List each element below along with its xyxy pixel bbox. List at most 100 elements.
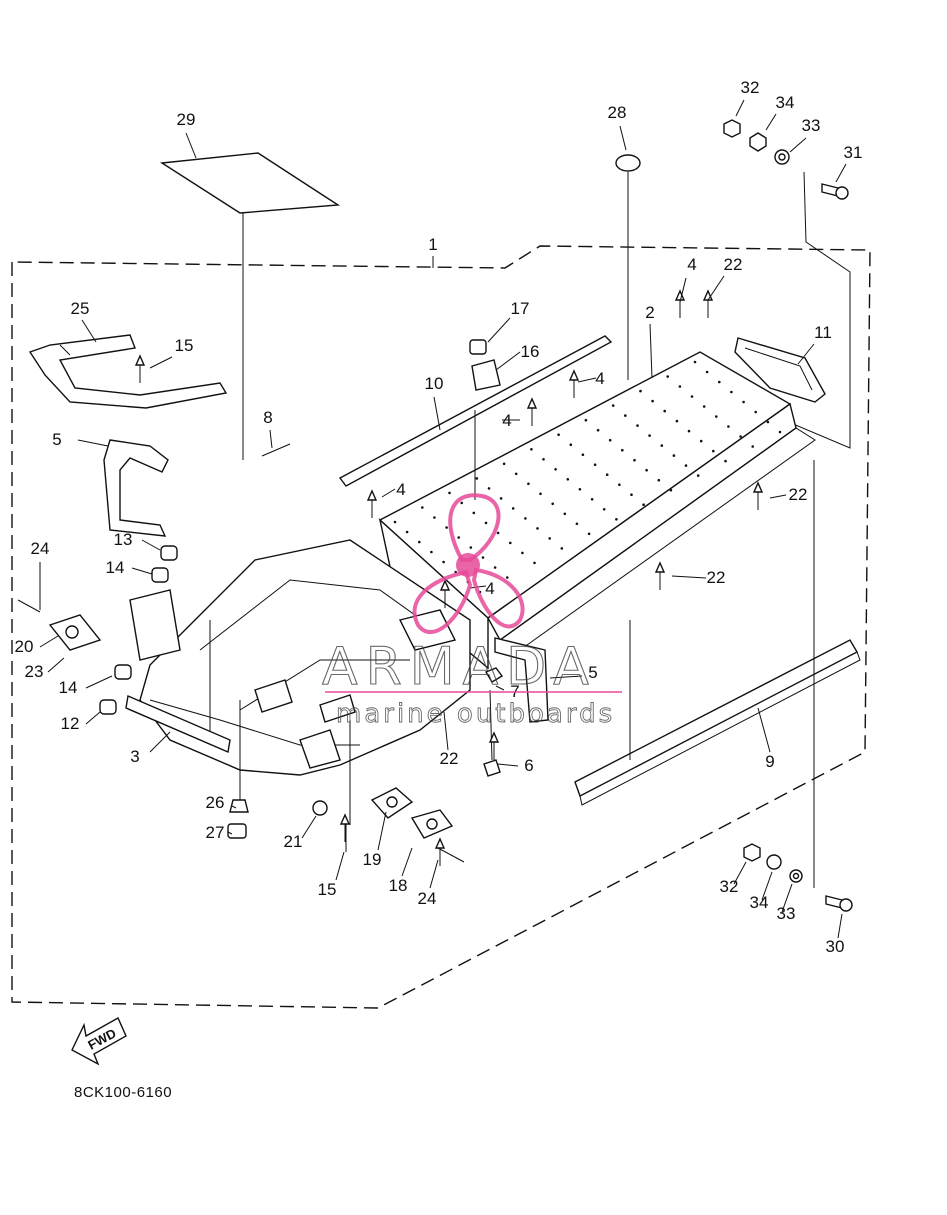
part-29-pad — [159, 152, 341, 214]
rivet-dot — [472, 511, 476, 515]
leader-line — [433, 396, 441, 431]
callout-16: 16 — [521, 342, 540, 361]
rivet-dot — [675, 419, 679, 423]
watermark-brand: ARMADA — [322, 637, 597, 697]
rivet-dot — [660, 444, 664, 447]
callout-13: 13 — [114, 530, 133, 549]
rivet-dot — [569, 443, 573, 447]
rivet-dot — [651, 399, 654, 403]
callout-33: 33 — [777, 904, 796, 923]
rivet-dot — [587, 532, 591, 536]
leader-line — [185, 132, 197, 159]
callout-4: 4 — [396, 480, 405, 499]
propeller-blade — [448, 493, 501, 562]
part-5-handle-right — [494, 637, 549, 723]
rivet-dot — [578, 488, 582, 491]
leader-line — [227, 831, 233, 835]
rivet-dot — [584, 418, 588, 422]
callout-27: 27 — [206, 823, 225, 842]
callout-22: 22 — [789, 485, 808, 504]
part-25-bumper — [28, 334, 228, 409]
callout-32: 32 — [720, 877, 739, 896]
rivet-dot — [566, 478, 570, 481]
callout-26: 26 — [206, 793, 225, 812]
bolt — [339, 813, 351, 842]
callout-22: 22 — [707, 568, 726, 587]
part-5-handle-left — [103, 439, 169, 537]
rivet-dot — [536, 527, 539, 530]
leader-lines — [39, 99, 847, 939]
rivet-dot — [442, 560, 445, 564]
leader-line — [231, 805, 237, 809]
callout-34: 34 — [750, 893, 769, 912]
leader-line — [707, 275, 725, 301]
leader-line — [671, 575, 707, 579]
callout-21: 21 — [284, 832, 303, 851]
leader-line — [85, 675, 113, 689]
rivet-dot — [712, 449, 715, 453]
hardware-top-right — [723, 119, 851, 449]
rivet-dot — [678, 385, 682, 388]
callout-22: 22 — [440, 749, 459, 768]
callout-3: 3 — [130, 747, 139, 766]
rivet-dot — [630, 493, 633, 497]
rivet-dot — [506, 576, 509, 579]
leader-line — [47, 657, 65, 673]
rivet-dot — [690, 395, 694, 398]
rivet-dot — [433, 516, 436, 519]
part-28-cap — [615, 154, 641, 380]
callout-14: 14 — [106, 558, 125, 577]
rivet-dot — [687, 429, 691, 433]
callout-17: 17 — [511, 299, 530, 318]
callout-29: 29 — [177, 110, 196, 129]
leader-line — [765, 113, 777, 131]
rivet-dot — [718, 380, 721, 384]
rivet-dot — [633, 458, 636, 462]
callout-4: 4 — [502, 411, 511, 430]
propeller-blade — [412, 569, 473, 634]
bolt — [674, 289, 686, 318]
leader-line — [837, 913, 843, 939]
leader-line — [149, 356, 173, 369]
leader-line — [381, 488, 396, 498]
rivet-dot — [542, 458, 545, 461]
rivet-dot — [645, 468, 648, 472]
leader-line — [497, 763, 519, 767]
leader-line — [797, 343, 815, 365]
bolt — [434, 837, 446, 866]
callout-8: 8 — [263, 408, 272, 427]
rivet-dot — [445, 526, 448, 529]
watermark-tagline: marine outboards — [336, 699, 615, 729]
callout-31: 31 — [844, 143, 863, 162]
rivet-dot — [533, 561, 536, 565]
callout-12: 12 — [61, 714, 80, 733]
rivet-dot — [778, 430, 782, 434]
rivet-dot — [481, 556, 485, 559]
rivet-dot — [611, 404, 615, 407]
rivet-dot — [699, 439, 703, 443]
callout-1: 1 — [428, 235, 437, 254]
bolt — [568, 369, 580, 398]
rivet-dot — [693, 360, 697, 364]
rivet-dot — [475, 477, 479, 480]
part-10-bar — [338, 335, 613, 500]
rivet-dot — [493, 566, 497, 569]
front-chassis — [129, 539, 471, 825]
callout-23: 23 — [25, 662, 44, 681]
callout-9: 9 — [765, 752, 774, 771]
rivet-dot — [514, 472, 518, 476]
callout-5: 5 — [588, 663, 597, 682]
leader-line — [495, 351, 521, 371]
assembly-boundary — [11, 245, 871, 1009]
leader-line — [401, 847, 413, 877]
leader-line — [735, 99, 745, 117]
callout-15: 15 — [318, 880, 337, 899]
rivet-dot — [551, 502, 554, 506]
rivet-dot — [705, 370, 709, 374]
rivet-dot — [715, 415, 718, 418]
callout-14: 14 — [59, 678, 78, 697]
leader-line — [769, 494, 787, 499]
propeller-hub — [456, 553, 480, 577]
callout-5: 5 — [52, 430, 61, 449]
